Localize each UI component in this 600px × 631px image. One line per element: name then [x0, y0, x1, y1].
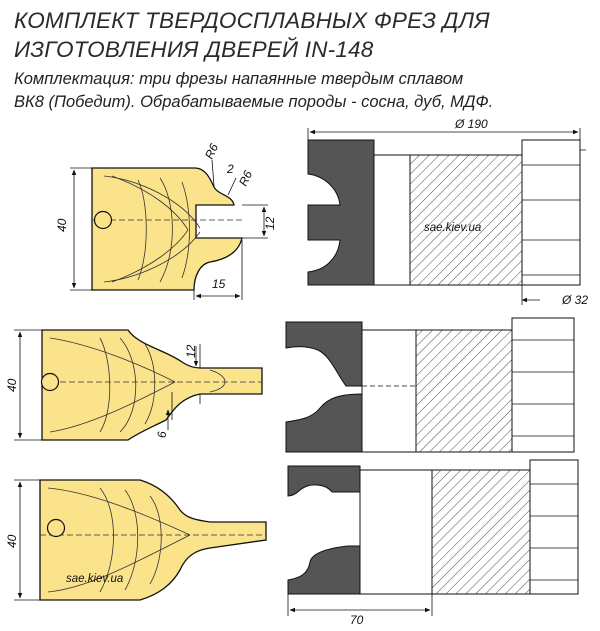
dim-tongue-2: 12: [184, 344, 198, 358]
cutter-3-hatch: [431, 469, 531, 595]
cutter-3-shank: [529, 459, 579, 595]
page-title: КОМПЛЕКТ ТВЕРДОСПЛАВНЫХ ФРЕЗ ДЛЯ ИЗГОТОВ…: [14, 6, 594, 64]
dim-slot-top: 12: [263, 216, 277, 230]
dim-height-2: 40: [5, 378, 19, 392]
dim-diameter-outer: Ø 190: [454, 117, 488, 131]
cutter-2: [285, 317, 575, 453]
page-subtitle: Комплектация: три фрезы напаянные тверды…: [14, 68, 594, 114]
dim-length-3: 70: [350, 613, 364, 627]
subtitle-line-2: ВК8 (Победит). Обрабатываемые породы - с…: [14, 93, 494, 111]
cutter-1: Ø 190 Ø 32 sae.kiev.ua: [307, 117, 588, 307]
watermark-2: sae.kiev.ua: [66, 573, 123, 585]
dim-diameter-bore: Ø 32: [561, 293, 588, 307]
profile-3: 40 sae.kiev.ua: [5, 479, 267, 601]
cutter-2-hatch: [415, 329, 513, 453]
dim-offset-2: 6: [155, 431, 169, 438]
cutter-2-shank: [511, 317, 575, 453]
profile-3-bearing: [46, 518, 66, 538]
dim-width-1: 15: [212, 277, 226, 291]
cutter-3-knife-top: [287, 465, 361, 497]
dim-step: 2: [226, 162, 234, 176]
profile-2-body: [41, 329, 263, 441]
cutter-1-shank: [521, 139, 581, 286]
profile-3-body: [39, 479, 267, 601]
cutter-2-knife-top: [285, 321, 363, 387]
title-line-2: ИЗГОТОВЛЕНИЯ ДВЕРЕЙ IN-148: [14, 37, 374, 62]
cutter-3-knife-bottom: [287, 545, 361, 595]
cutter-3-body: [359, 469, 433, 595]
profile-2: 40 12 6: [5, 329, 263, 441]
profile-1-body: [91, 167, 243, 291]
cutter-3: 70: [287, 459, 579, 627]
cutter-2-body: [361, 329, 417, 453]
title-line-1: КОМПЛЕКТ ТВЕРДОСПЛАВНЫХ ФРЕЗ ДЛЯ: [14, 8, 490, 33]
profile-1: 40 12 15 R6 2 R6: [55, 141, 277, 300]
subtitle-line-1: Комплектация: три фрезы напаянные тверды…: [14, 70, 464, 88]
profile-1-bearing: [93, 210, 113, 230]
cutter-2-knife-bottom: [285, 393, 363, 453]
dim-radius-2: R6: [236, 168, 255, 188]
cutter-1-knife: [307, 139, 375, 286]
cutter-1-hatch: [409, 154, 523, 286]
dim-radius-1: R6: [202, 141, 221, 161]
profile-2-bearing: [40, 372, 60, 392]
dim-height-1: 40: [55, 218, 69, 232]
dim-height-3: 40: [5, 534, 19, 548]
watermark-1: sae.kiev.ua: [424, 222, 481, 234]
cutter-1-body: [373, 154, 411, 286]
